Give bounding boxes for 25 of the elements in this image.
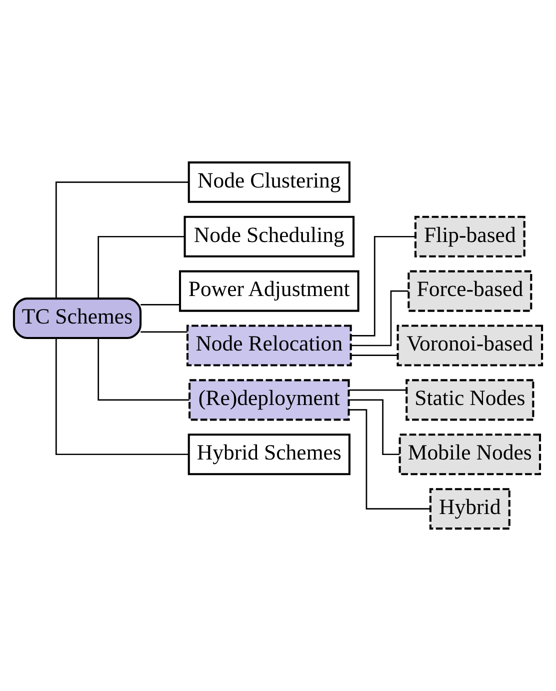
node-box: Node Scheduling [184,216,355,258]
connector [98,338,190,401]
node-box: Mobile Nodes [398,434,542,476]
node-box: Hybrid Schemes [188,434,350,476]
node-box: TC Schemes [12,298,142,340]
connector [349,389,406,391]
node-box: Node Relocation [186,324,352,366]
connector [55,338,189,456]
connector [98,236,185,299]
node-box: (Re)deployment [188,379,350,421]
node-box: Flip-based [414,216,526,258]
node-box: Force-based [408,270,532,312]
connector [140,304,180,306]
node-box: Node Clustering [188,161,350,203]
connector [351,236,416,336]
node-box: Voronoi-based [396,324,544,366]
node-box: Power Adjustment [178,270,360,312]
connector [351,290,408,346]
connector [351,354,398,356]
connector [140,331,188,333]
connector [349,399,400,456]
node-box: Static Nodes [406,379,534,421]
node-box: Hybrid [429,488,510,530]
connector [55,182,189,298]
connector [349,409,430,510]
